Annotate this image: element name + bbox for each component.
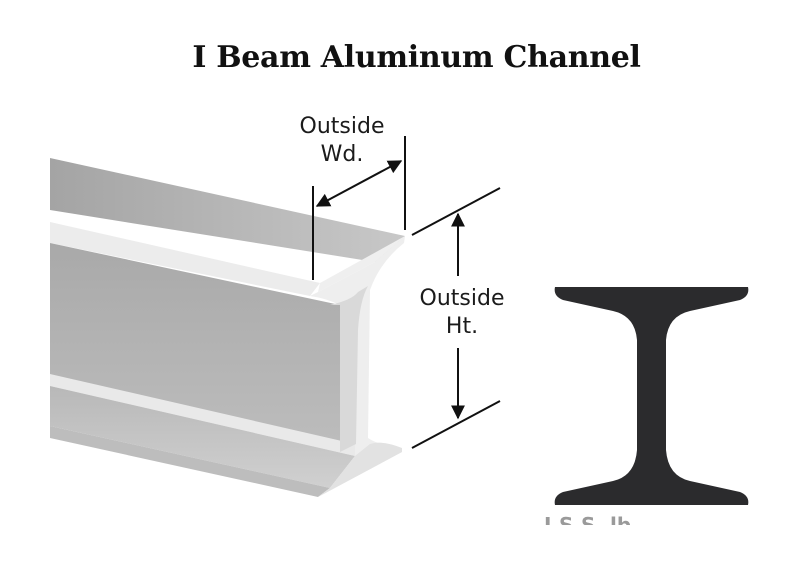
outside-height-label-line1: Outside — [419, 286, 505, 311]
i-beam-profile-shape — [554, 287, 749, 505]
bottom-flange-face — [50, 386, 355, 488]
outside-width-label-line1: Outside — [299, 114, 385, 139]
outside-width-label: Outside Wd. — [282, 113, 402, 169]
height-extension-bottom — [411, 400, 501, 449]
web-face — [50, 243, 340, 452]
outside-width-label-line2: Wd. — [320, 142, 364, 167]
outside-height-label-line2: Ht. — [445, 314, 479, 339]
diagram-title: I Beam Aluminum Channel — [192, 40, 641, 75]
bottom-flange-edge — [50, 374, 355, 456]
height-extension-top — [411, 187, 501, 236]
beam-3d-render — [50, 158, 405, 497]
width-dimension — [312, 136, 406, 280]
top-flange-face — [50, 158, 405, 262]
width-arrow — [315, 160, 403, 207]
height-dimension — [411, 187, 501, 449]
beam-end-profile — [310, 236, 405, 497]
outside-height-label: Outside Ht. — [403, 285, 521, 341]
top-flange-edge — [50, 222, 320, 296]
cropped-caption: I.S.S. lb — [544, 513, 632, 525]
